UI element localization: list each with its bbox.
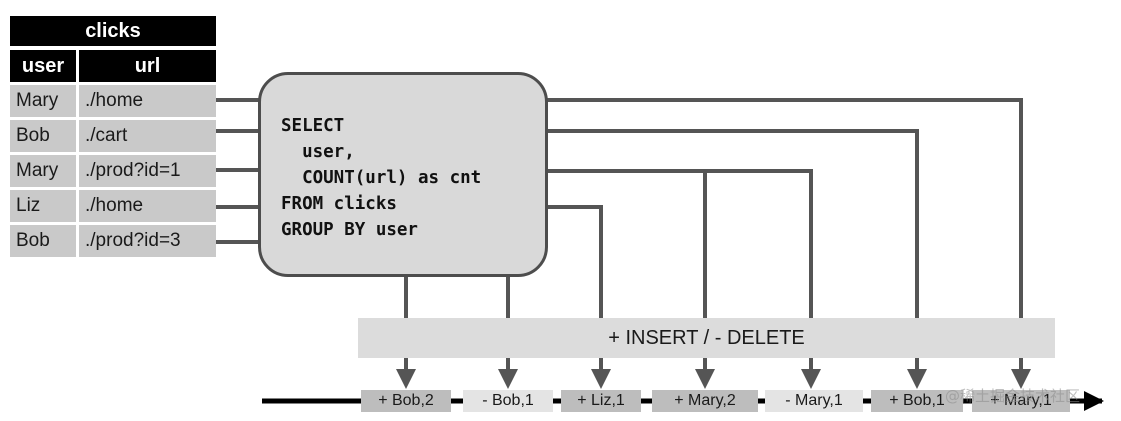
cell-user: Bob <box>10 120 76 152</box>
cell-url: ./prod?id=3 <box>79 225 216 257</box>
sql-line: COUNT(url) as cnt <box>281 168 482 188</box>
table-row: Bob ./prod?id=3 <box>10 225 216 257</box>
cell-user: Bob <box>10 225 76 257</box>
cell-url: ./cart <box>79 120 216 152</box>
sql-line: SELECT <box>281 116 345 136</box>
event-delete-mary-1: - Mary,1 <box>765 390 863 412</box>
event-insert-mary-1: + Mary,1 <box>972 390 1070 412</box>
column-header-url: url <box>79 50 216 82</box>
cell-user: Liz <box>10 190 76 222</box>
cell-url: ./prod?id=1 <box>79 155 216 187</box>
cell-url: ./home <box>79 85 216 117</box>
cell-url: ./home <box>79 190 216 222</box>
table-row: Mary ./prod?id=1 <box>10 155 216 187</box>
table-row: Liz ./home <box>10 190 216 222</box>
sql-query-box: SELECT user, COUNT(url) as cnt FROM clic… <box>258 72 548 277</box>
output-connector <box>547 205 611 389</box>
sql-line: GROUP BY user <box>281 220 418 240</box>
output-connector <box>547 129 927 389</box>
sql-line: user, <box>281 142 355 162</box>
event-delete-bob-1: - Bob,1 <box>463 390 553 412</box>
table-row: Bob ./cart <box>10 120 216 152</box>
cell-user: Mary <box>10 85 76 117</box>
event-insert-mary-2: + Mary,2 <box>652 390 758 412</box>
output-connector <box>547 98 1031 389</box>
changelog-band: + INSERT / - DELETE <box>358 318 1055 358</box>
table-title: clicks <box>10 16 216 46</box>
table-row: Mary ./home <box>10 85 216 117</box>
sql-line: FROM clicks <box>281 194 397 214</box>
event-insert-liz-1: + Liz,1 <box>561 390 641 412</box>
event-insert-bob-2: + Bob,2 <box>361 390 451 412</box>
column-header-user: user <box>10 50 76 82</box>
event-insert-bob-1: + Bob,1 <box>871 390 963 412</box>
cell-user: Mary <box>10 155 76 187</box>
watermark: @稀土掘金技术社区 <box>945 387 1081 405</box>
output-connector <box>547 169 821 389</box>
